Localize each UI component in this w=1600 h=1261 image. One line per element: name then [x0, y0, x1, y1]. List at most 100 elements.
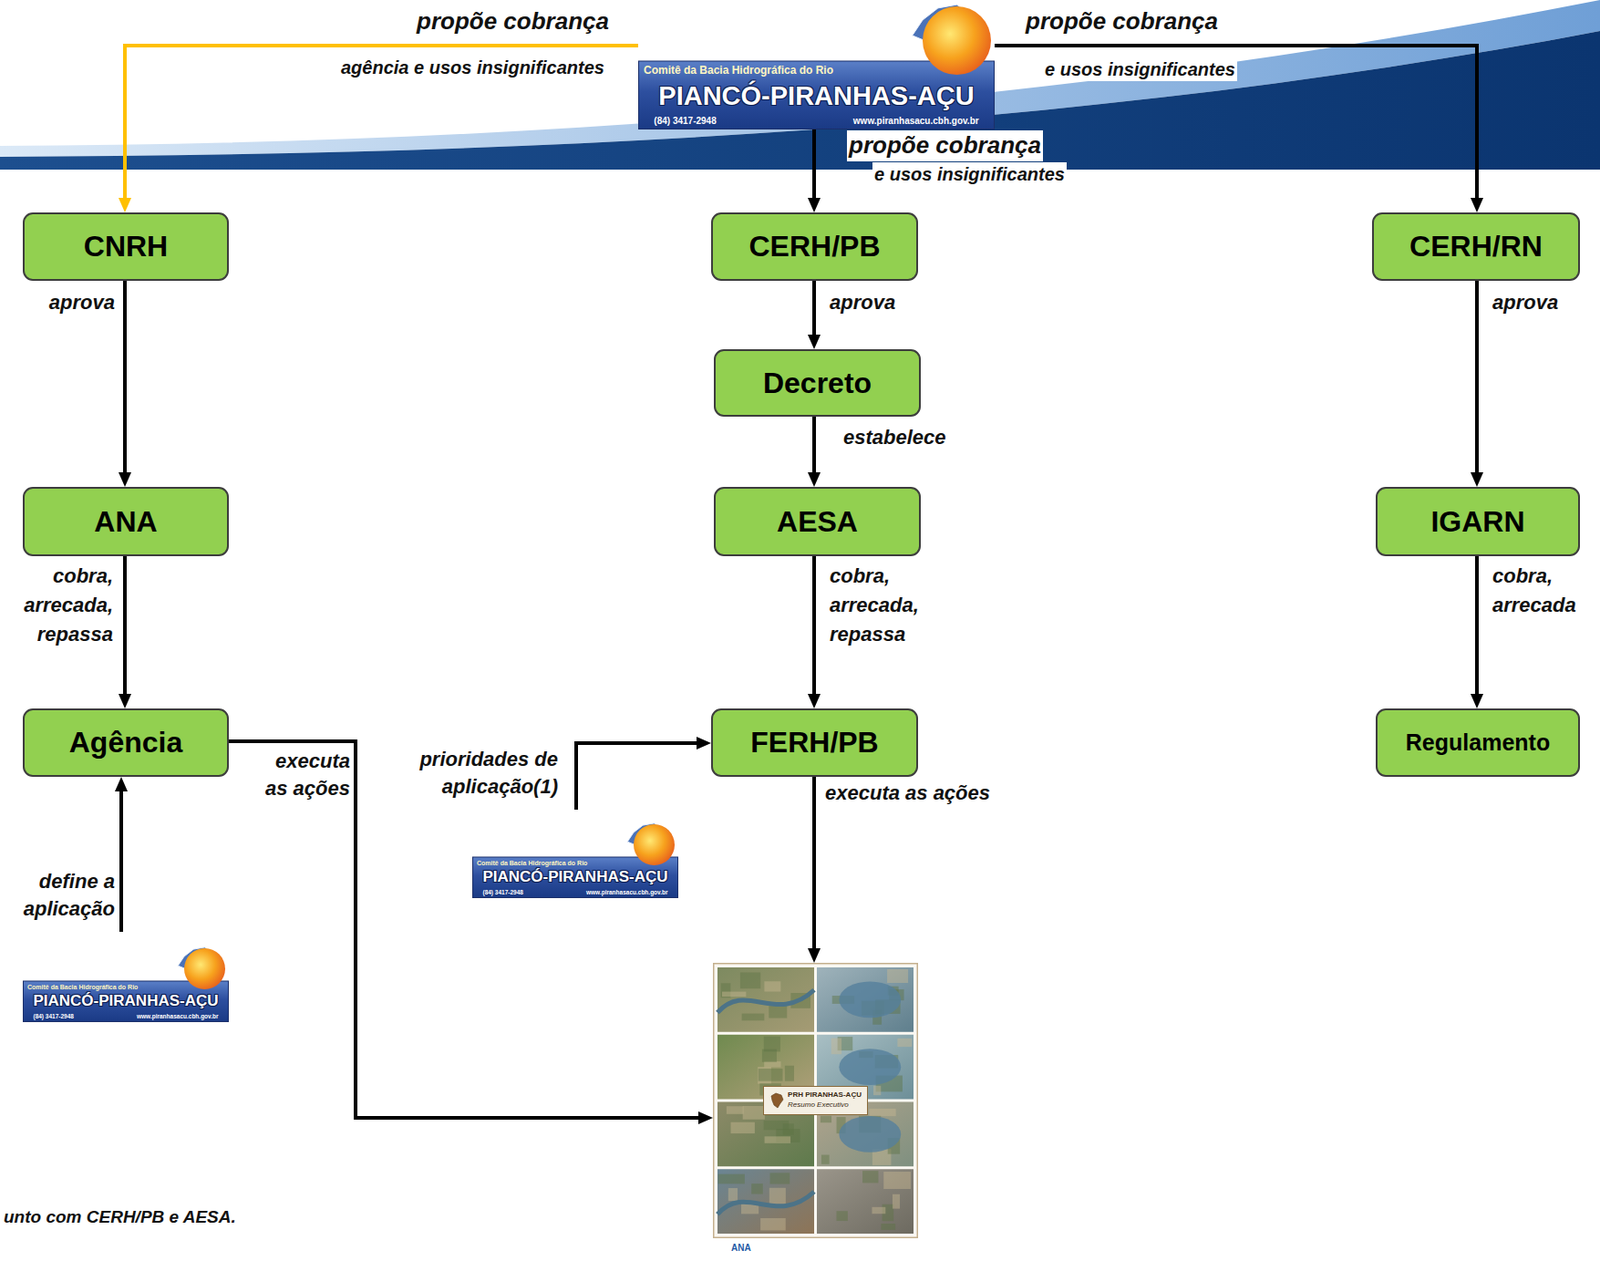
photo-field	[883, 1171, 911, 1189]
logo-title: PIANCÓ-PIRANHAS-AÇU	[658, 82, 974, 112]
process-box: ANA	[22, 486, 229, 557]
process-box: FERH/PB	[711, 708, 919, 777]
box-label: Agência	[69, 725, 183, 760]
committee-logo: Comitê da Bacia Hidrográfica do RioPIANC…	[22, 931, 229, 1022]
photo-field	[821, 1155, 830, 1165]
edge-label: estabelece	[841, 424, 991, 452]
edge-label: propõe cobrança	[414, 6, 611, 38]
photo-field	[831, 1038, 842, 1055]
edge-label: cobra, arrecada, repassa	[827, 561, 941, 650]
photo-field	[764, 1135, 792, 1143]
photo-field	[880, 1223, 896, 1230]
cover-frame	[713, 963, 919, 1239]
photo-field	[762, 1049, 777, 1063]
photo-field	[887, 969, 909, 983]
connector-arrow	[124, 45, 639, 198]
aerial-photo	[816, 1168, 914, 1234]
process-box: CERH/PB	[711, 212, 919, 281]
committee-logo: Comitê da Bacia Hidrográfica do RioPIANC…	[472, 809, 679, 899]
photo-river	[717, 990, 815, 1013]
edge-label: cobra, arrecada, repassa	[12, 561, 115, 650]
box-label: Regulamento	[1405, 729, 1550, 756]
process-box: CERH/RN	[1372, 212, 1580, 281]
photo-ground	[816, 1168, 914, 1234]
box-label: ANA	[93, 505, 157, 539]
connector-arrow	[576, 743, 697, 810]
connector-arrow	[1475, 556, 1479, 694]
connector-group	[121, 45, 1477, 1118]
photo-field	[892, 1194, 900, 1209]
photo-field	[836, 1210, 847, 1221]
edge-label: executa as ações	[823, 780, 992, 807]
photo-field	[873, 1085, 881, 1095]
box-label: Decreto	[763, 366, 872, 401]
photo-field	[740, 972, 761, 990]
cover-title: PRH PIRANHAS-AÇU	[787, 1090, 862, 1101]
map-icon	[769, 1092, 785, 1109]
photo-lake	[838, 981, 901, 1019]
logo-subtitle: Comitê da Bacia Hidrográfica do Rio	[27, 983, 138, 991]
free-label: e usos insignificantes	[1042, 57, 1238, 82]
aerial-photo	[816, 967, 914, 1033]
box-label: CNRH	[83, 229, 168, 264]
box-label: CERH/RN	[1409, 229, 1543, 264]
header-band-fill	[0, 30, 1600, 170]
logo-contact: (84) 3417-2948	[482, 888, 523, 896]
photo-ground	[717, 1168, 815, 1234]
logo-contact: www.piranhasacu.cbh.gov.br	[853, 115, 980, 126]
edge-label: cobra, arrecada	[1490, 561, 1591, 620]
photo-field	[743, 1105, 765, 1120]
connector-arrow	[812, 416, 816, 473]
edge-label: propõe cobrança	[846, 130, 1043, 162]
box-label: IGARN	[1430, 505, 1525, 539]
photo-field	[718, 1174, 745, 1185]
logo-subtitle: Comitê da Bacia Hidrográfica do Rio	[643, 64, 834, 77]
connector-arrow	[812, 556, 816, 694]
photo-field	[763, 980, 781, 991]
free-label: e usos insignificantes	[872, 162, 1067, 186]
photo-field	[751, 1183, 764, 1194]
free-label: ANA	[729, 1241, 754, 1254]
box-label: FERH/PB	[750, 725, 878, 760]
connector-arrow	[812, 776, 816, 949]
logo-contact: www.piranhasacu.cbh.gov.br	[586, 888, 669, 896]
logo-contact: www.piranhasacu.cbh.gov.br	[136, 1012, 219, 1020]
edge-label: executa as ações	[253, 747, 352, 803]
sun-shape	[184, 948, 226, 990]
free-label: unto com CERH/PB e AESA.	[1, 1206, 238, 1229]
edge-label: define a aplicação	[10, 867, 117, 923]
aerial-photo	[717, 967, 815, 1033]
report-cover: PRH PIRANHAS-AÇUResumo Executivo	[712, 962, 919, 1239]
connector-arrow	[812, 280, 816, 335]
photo-field	[728, 1187, 738, 1201]
logo-panel: Comitê da Bacia Hidrográfica do RioPIANC…	[22, 980, 229, 1022]
photo-field	[768, 1005, 787, 1018]
box-label: CERH/PB	[748, 229, 880, 264]
connector-arrow	[994, 45, 1477, 198]
sun-shape	[633, 824, 675, 866]
aerial-photo	[717, 1168, 815, 1234]
logo-contact: (84) 3417-2948	[653, 115, 716, 126]
photo-field	[868, 1108, 896, 1116]
photo-field	[783, 1123, 795, 1135]
cover-title-text: PRH PIRANHAS-AÇUResumo Executivo	[787, 1090, 862, 1111]
connector-arrow	[228, 741, 699, 1118]
cover-title-plate: PRH PIRANHAS-AÇUResumo Executivo	[763, 1085, 868, 1115]
edge-label: prioridades de aplicação(1)	[405, 745, 560, 801]
logo-panel-shape	[639, 61, 995, 130]
process-box: IGARN	[1375, 486, 1580, 557]
edge-label: aprova	[827, 289, 941, 317]
free-label: agência e usos insignificantes	[339, 55, 607, 80]
process-box: AESA	[713, 486, 921, 557]
box-label: AESA	[776, 505, 858, 539]
connector-arrow	[1475, 280, 1479, 473]
photo-lake	[838, 1115, 901, 1153]
process-box: Decreto	[713, 349, 921, 417]
connector-arrow	[812, 129, 816, 198]
photo-lake	[838, 1048, 901, 1085]
photo-field	[897, 1038, 912, 1047]
photo-field	[722, 991, 746, 998]
logo-contact-row: (84) 3417-2948www.piranhasacu.cbh.gov.br	[27, 1012, 225, 1020]
logo-title: PIANCÓ-PIRANHAS-AÇU	[32, 992, 218, 1011]
photo-field	[770, 1172, 791, 1184]
